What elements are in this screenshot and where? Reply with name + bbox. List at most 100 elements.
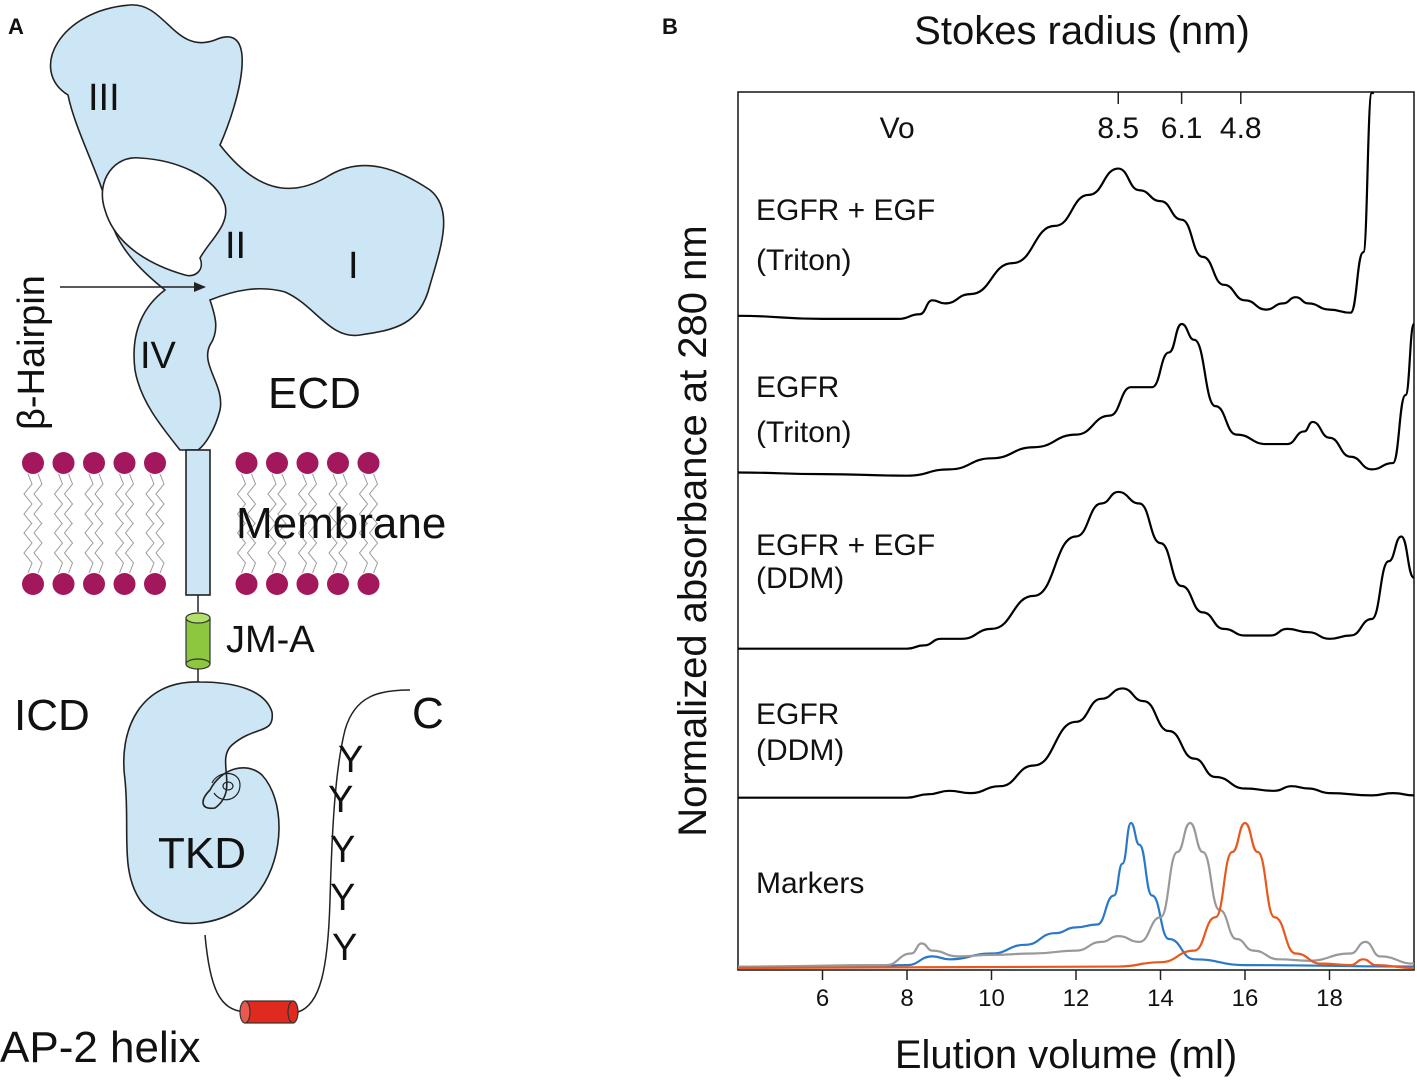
membrane-label: Membrane [236, 499, 446, 548]
lipid-tail [63, 473, 74, 525]
x-tick-label: 8 [900, 985, 913, 1012]
trace-line [737, 322, 1416, 477]
lipid-head [113, 452, 136, 474]
trace-line [737, 490, 1416, 650]
trace-line [737, 821, 1415, 968]
lipid-head [83, 452, 105, 474]
lipid-tail [277, 522, 287, 574]
lipid-tail [328, 522, 338, 574]
lipid-tail [338, 522, 348, 574]
ecd-inner-loop [101, 157, 227, 277]
tkd-ap2-linker [204, 934, 246, 1013]
stokes-tick-label: 8.5 [1097, 112, 1139, 145]
lipid-tail [338, 473, 348, 525]
lipid-tail [124, 473, 135, 525]
membrane-lipid-heads [22, 452, 380, 595]
tyrosine-label: Y [330, 877, 355, 919]
trace-line [737, 91, 1374, 321]
lipid-head [83, 573, 105, 595]
jm-a-helix [185, 612, 211, 670]
lipid-tail [358, 522, 369, 574]
lipid-head [266, 573, 288, 595]
tyrosine-label: Y [328, 779, 353, 821]
x-tick-label: 18 [1316, 985, 1343, 1012]
lipid-tail [33, 522, 43, 574]
tyrosine-label: Y [332, 927, 357, 969]
x-tick-label: 12 [1063, 985, 1090, 1012]
tkd-label: TKD [158, 829, 246, 878]
lipid-tail [236, 522, 247, 574]
lipid-tail [124, 522, 135, 574]
void-volume-label: Vo [880, 112, 915, 145]
tkd-shape [123, 681, 280, 925]
x-tick-label: 16 [1232, 985, 1259, 1012]
lipid-tail [23, 522, 33, 574]
x-axis-title: Elution volume (ml) [895, 1033, 1237, 1077]
lipid-tail [307, 473, 318, 525]
transmembrane-helix [185, 449, 211, 596]
domain-i-label: I [348, 245, 359, 287]
lipid-head [22, 573, 44, 595]
trace-sublabel: (DDM) [756, 734, 844, 767]
lipid-head [144, 573, 166, 595]
lipid-tail [297, 473, 308, 525]
lipid-head [327, 452, 349, 474]
x-tick-label: 6 [816, 985, 829, 1012]
trace-label: EGFR [756, 698, 839, 731]
lipid-tail [246, 473, 257, 525]
trace-label: EGFR [756, 371, 839, 404]
atp-pocket-icon [211, 772, 241, 801]
lipid-tail [328, 473, 338, 525]
c-terminus-label: C [412, 689, 444, 738]
lipid-head [266, 452, 288, 474]
lipid-tail [33, 473, 43, 525]
stokes-tick-label: 4.8 [1220, 112, 1262, 145]
lipid-tail [53, 522, 64, 574]
lipid-tail [114, 522, 125, 574]
beta-hairpin-label: β-Hairpin [11, 275, 53, 430]
lipid-head [327, 573, 349, 595]
tyrosine-label: Y [330, 829, 355, 871]
trace-line [737, 821, 1415, 968]
lipid-tail [368, 473, 379, 525]
lipid-tail [246, 522, 257, 574]
domain-iii-label: III [88, 77, 120, 119]
lipid-head [235, 573, 258, 595]
lipid-head [144, 452, 166, 474]
tyrosine-label: Y [338, 739, 363, 781]
lipid-head [52, 452, 75, 474]
lipid-tail [297, 522, 308, 574]
trace-line [737, 687, 1415, 799]
lipid-head [22, 452, 44, 474]
lipid-tail [94, 473, 104, 525]
lipid-tail [84, 522, 94, 574]
lipid-tail [53, 473, 64, 525]
lipid-head [113, 573, 136, 595]
lipid-head [235, 452, 258, 474]
x-tick-label: 10 [978, 985, 1005, 1012]
trace-sublabel: (DDM) [756, 562, 844, 595]
icd-label: ICD [14, 691, 90, 740]
x-tick-label: 14 [1147, 985, 1174, 1012]
lipid-tail [155, 522, 165, 574]
trace-label: Markers [756, 867, 864, 900]
stokes-radius-ticks: 8.5 6.1 4.8 [1097, 92, 1262, 145]
lipid-tail [267, 473, 277, 525]
lipid-tail [84, 473, 94, 525]
c-terminal-tail [297, 689, 411, 1013]
ap2-helix-label: AP-2 helix [0, 1023, 201, 1072]
lipid-tail [145, 473, 155, 525]
membrane-lipid-tails [23, 473, 379, 574]
trace-sublabel: (Triton) [756, 416, 852, 449]
lipid-tail [236, 473, 247, 525]
lipid-head [357, 452, 380, 474]
stokes-tick-label: 6.1 [1161, 112, 1203, 145]
lipid-tail [63, 522, 74, 574]
trace-sublabel: (Triton) [756, 244, 852, 277]
lipid-tail [368, 522, 379, 574]
domain-iv-label: IV [140, 335, 177, 377]
panel-a: A III II I IV β-Hairpin ECD Membrane JM-… [0, 4, 446, 1072]
lipid-tail [277, 473, 287, 525]
